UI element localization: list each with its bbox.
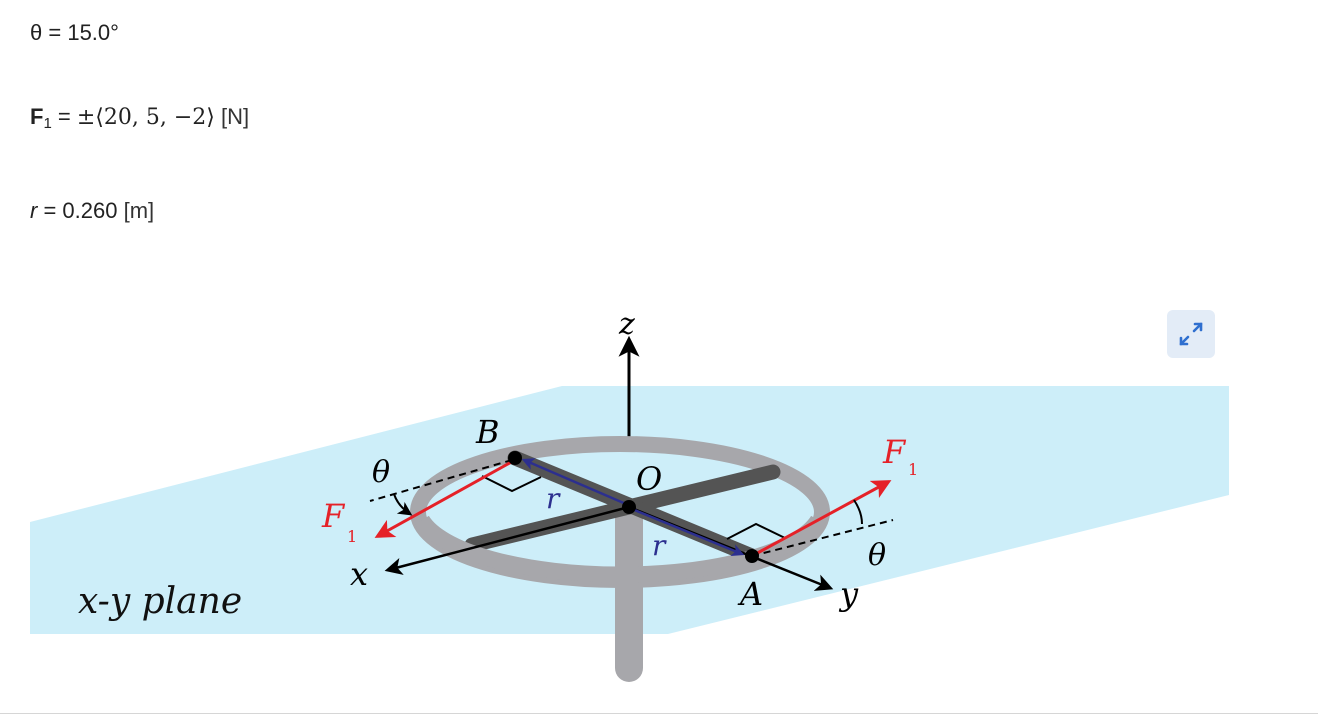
point-o: [622, 500, 636, 514]
force-symbol: F: [30, 104, 44, 129]
theta-label-b: θ: [372, 455, 390, 490]
ring-front: [415, 515, 825, 583]
force-sub-b: 1: [347, 527, 357, 546]
r-vector-to-b: [521, 458, 627, 506]
force-label-b: F: [321, 497, 346, 535]
expand-arrows-icon: [1179, 322, 1203, 346]
right-angle-b: [481, 475, 542, 493]
tangent-a: [751, 519, 894, 557]
point-a-label: A: [737, 575, 763, 613]
theta-value: 15.0°: [67, 20, 119, 45]
theta-arc-a: [853, 499, 863, 525]
radius-value: 0.260: [62, 198, 118, 223]
force-sub-a: 1: [908, 460, 918, 479]
point-a: [745, 549, 759, 563]
theta-symbol: θ: [30, 20, 43, 45]
x-axis-label: x: [350, 555, 368, 593]
force-arrow-a: [751, 480, 892, 558]
theta-label-a: θ: [868, 538, 886, 573]
theta-eq: =: [42, 20, 68, 45]
r-label-b: r: [546, 482, 561, 515]
origin-label: O: [636, 460, 662, 498]
force-label-a: F: [882, 433, 907, 471]
theta-arc-b: [393, 493, 413, 516]
force-given: F1 = ±⟨20, 5, −2⟩ [N]: [30, 104, 249, 132]
radius-unit: [m]: [117, 198, 155, 223]
point-b-label: B: [475, 413, 500, 451]
radius-eq: =: [37, 198, 63, 223]
r-vector-to-a: [631, 507, 745, 556]
force-eq: =: [51, 104, 77, 129]
expand-figure-button[interactable]: [1167, 310, 1215, 358]
bottom-divider: [0, 713, 1318, 714]
x-axis: [384, 505, 630, 575]
force-unit: [N]: [214, 104, 250, 129]
right-angle-a: [726, 522, 786, 540]
force-arrow-b: [374, 458, 516, 538]
force-vector: ±⟨20, 5, −2⟩: [76, 105, 215, 130]
y-axis-label: y: [838, 575, 859, 613]
plane-label: x-y plane: [78, 581, 242, 622]
radius-symbol: r: [30, 198, 38, 223]
force-subscript: 1: [43, 115, 52, 132]
radius-given: r = 0.260 [m]: [30, 198, 154, 224]
z-axis-label: z: [618, 307, 635, 342]
point-b: [508, 451, 522, 465]
r-label-a: r: [652, 529, 667, 562]
theta-given: θ = 15.0°: [30, 20, 119, 46]
